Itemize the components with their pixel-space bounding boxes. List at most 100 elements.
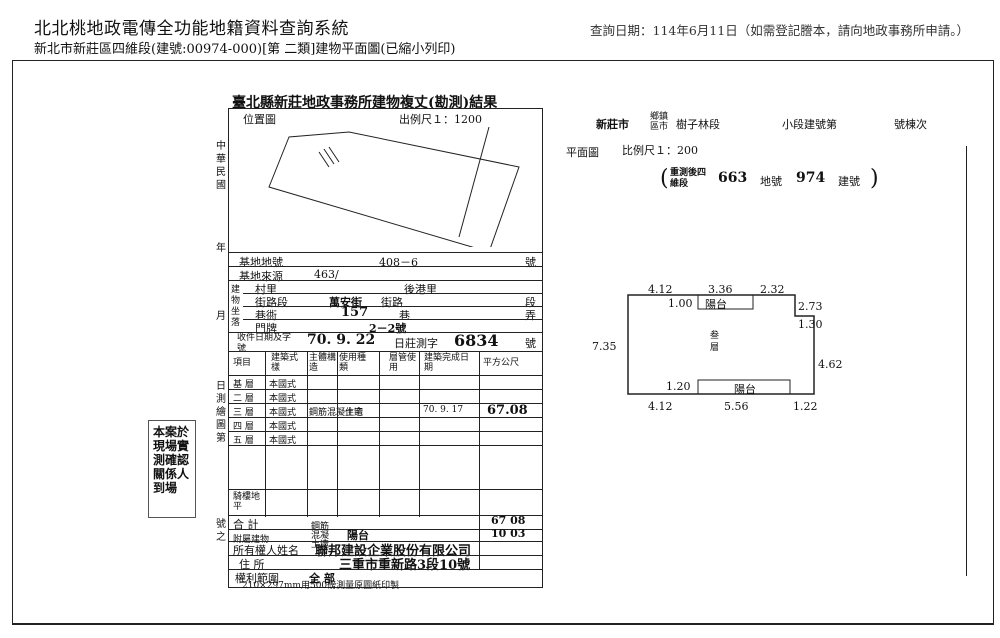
lane-suffix: 巷 [399,309,410,322]
plan-district: 新莊市 [596,118,629,131]
form-footer: 210×297mm用500磅測量原圖紙印製 [242,581,400,591]
plan-land-label: 地號 [760,175,782,188]
plan-scale: 比例尺１：200 [622,144,698,157]
lane-label: 巷衖 [255,309,277,322]
dim-right-height: 4.62 [818,358,843,371]
land-no-label: 基地地號 [239,256,283,269]
floor-area-cell: 67.08 [487,403,528,418]
location-map-label: 位置圖 [243,113,276,126]
land-source-value: 463/ [314,268,339,281]
total-label: 合 計 [233,518,259,531]
floor-label-cell: 二 層 [233,394,254,404]
floor-label-cell: 五 層 [233,436,254,446]
annex-structure: 鋼筋混凝土造 [311,522,330,550]
floor-date-cell: 70. 9. 17 [423,405,464,415]
floor-style-cell: 本國式 [269,408,297,418]
door-label: 門牌 [255,322,277,335]
floor-label-cell: 四 層 [233,422,254,432]
floor-style-cell: 本國式 [269,380,297,390]
receipt-date: 70. 9. 22 [307,332,376,348]
rights-value: 全 部 [309,572,335,585]
annex-use: 陽台 [347,529,369,542]
address-value: 三重市重新路3段10號 [339,558,471,573]
dim-top-left: 4.12 [648,283,673,296]
location-scale: 出例尺１：1200 [399,113,482,126]
side-year-era: 中華民國 [216,141,226,191]
receipt-number: 6834 [454,331,499,350]
dim-top-mid: 3.36 [708,283,733,296]
floor-style-cell: 本國式 [269,436,297,446]
annex-label: 附屬建物 [233,535,270,545]
basement-label: 騎樓地平 [233,492,261,512]
dim-right-step: 2.73 [798,300,823,313]
receipt-label: 收件日期及字號 [237,333,292,354]
location-sketch [268,127,520,247]
plan-build-no: 974 [796,170,826,186]
balcony-top: 陽台 [705,298,727,311]
village-value: 後港里 [404,283,437,296]
building-location-label: 建物坐落 [231,285,241,328]
village-label: 村里 [255,283,277,296]
plan-section: 樹子林段 [676,118,720,131]
floor-style-cell: 本國式 [269,422,297,432]
col-style: 建築式樣 [271,353,299,373]
survey-form: 位置圖 出例尺１：1200 基地地號 408－6 號 基地來源 463/ 建物坐… [228,108,543,588]
side-no: 號之 [216,519,226,543]
col-item: 項目 [233,358,252,368]
street-suffix: 街路 [381,296,403,309]
dim-bottom-mid: 5.56 [724,400,749,413]
dim-top-right: 2.32 [760,283,785,296]
stamp-text: 本案於現場實測確認 關係人到場 [153,425,190,495]
col-date: 建築完成日期 [424,353,470,373]
floor-structure-cell: 鋼筋混凝土造 [309,408,364,418]
side-year: 年 [216,243,226,254]
land-source-label: 基地來源 [239,270,283,283]
document-frame [12,60,994,625]
query-date: 查詢日期：114年6月11日（如需登記謄本，請向地政事務所申請。） [590,23,969,38]
plan-land-no: 663 [718,170,748,186]
col-mgmt: 層管使用 [389,353,417,373]
floor-label: 叁層 [710,331,720,353]
door-value: 2－2號 [369,322,407,335]
dim-bottom-left-inner: 1.20 [666,380,691,393]
col-structure: 主體構造 [309,353,337,373]
floor-plan [627,294,815,395]
annex-value: 10 03 [491,527,526,540]
form-title: 臺北縣新莊地政事務所建物複丈(勘測)結果 [232,95,498,111]
owner-label: 所有權人姓名 [233,544,299,557]
plan-label: 平面圖 [566,146,599,159]
balcony-bottom: 陽台 [734,383,756,396]
street-label: 街路段 [255,296,288,309]
remeasured-label: 重測後四維段 [670,168,707,189]
land-no-value: 408－6 [379,256,418,269]
dim-bottom-left: 4.12 [648,400,673,413]
land-no-suffix: 號 [525,256,536,269]
floor-style-cell: 本國式 [269,394,297,404]
plan-unit: 號棟次 [894,118,927,131]
plan-subsection: 小段建號第 [782,118,837,131]
rights-label: 權利範圍 [235,572,279,585]
floor-label-cell: 基 層 [233,380,254,390]
address-label: 住 所 [239,558,265,571]
lane-value: 157 [341,305,369,320]
plan-district2: 鄉鎮區市 [650,112,669,132]
receipt-suffix: 號 [525,337,536,350]
floor-use-cell: 住宅 [345,408,364,418]
col-use: 使用種類 [339,353,367,373]
survey-stamp: 本案於現場實測確認 關係人到場 [148,420,196,518]
dim-inner-left: 1.00 [668,297,693,310]
col-area: 平方公尺 [483,358,520,368]
side-month: 月 [216,311,226,322]
receipt-mid: 日莊測字 [394,337,438,350]
alley-suffix: 弄 [525,309,536,322]
dim-right-step2: 1.30 [798,318,823,331]
street-value: 萬安街 [329,296,362,309]
floor-label-cell: 三 層 [233,408,254,418]
plan-build-label: 建號 [838,175,860,188]
system-title: 北北桃地政電傳全功能地籍資料查詢系統 [34,19,349,39]
total-value: 67 08 [491,514,526,527]
side-day: 日測繪圖第 [216,381,226,444]
dim-bottom-right: 1.22 [793,400,818,413]
document-subtitle: 新北市新莊區四維段(建號:00974-000)[第 二類]建物平面圖(已縮小列印… [34,42,456,57]
dim-left-height: 7.35 [592,340,617,353]
